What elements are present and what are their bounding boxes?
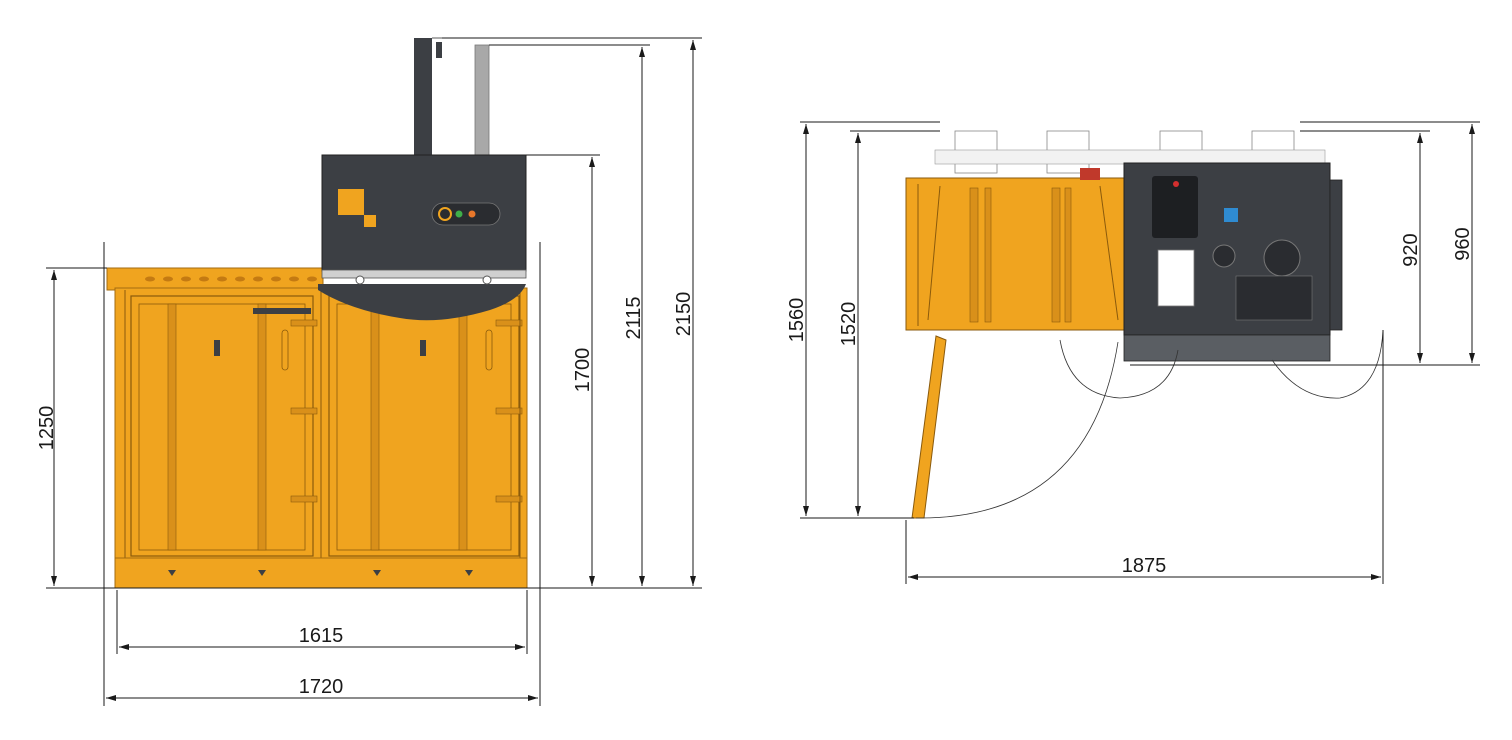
dim-width-inner-label: 1615 [299,625,344,647]
dim-height-top-label: 1700 [572,348,594,393]
top-body [905,177,1125,331]
stop-button-icon[interactable] [468,210,476,218]
dim-height-body-label: 1250 [36,406,58,451]
front-view: 1250 1700 2115 2150 1615 1720 [36,37,702,706]
left-door [130,295,314,557]
open-door [911,335,947,519]
dim-depth-1520-label: 1520 [838,302,860,347]
top-view: 1560 1520 920 960 1875 [786,121,1480,584]
base-plate [114,557,528,589]
dim-height-2150-label: 2150 [673,292,695,337]
press-plate [318,284,526,321]
logo-square-large [338,189,364,215]
dim-length-label: 1875 [1122,555,1167,577]
logo-square-small [364,215,376,227]
dim-depth-door-label: 1560 [786,298,808,343]
motor-unit [1152,176,1198,238]
start-button-icon[interactable] [455,210,463,218]
dim-height-2115-label: 2115 [623,296,645,339]
dim-width-outer-label: 1720 [299,676,344,698]
main-switch-icon[interactable] [438,207,452,221]
dim-depth-920-label: 920 [1400,233,1422,266]
dim-depth-960-label: 960 [1452,227,1474,260]
right-door [328,295,520,557]
oil-tank [1157,249,1195,307]
press-plate-rail [321,269,527,279]
guide-rail-dark [414,38,432,156]
guide-rail-light [474,44,490,157]
